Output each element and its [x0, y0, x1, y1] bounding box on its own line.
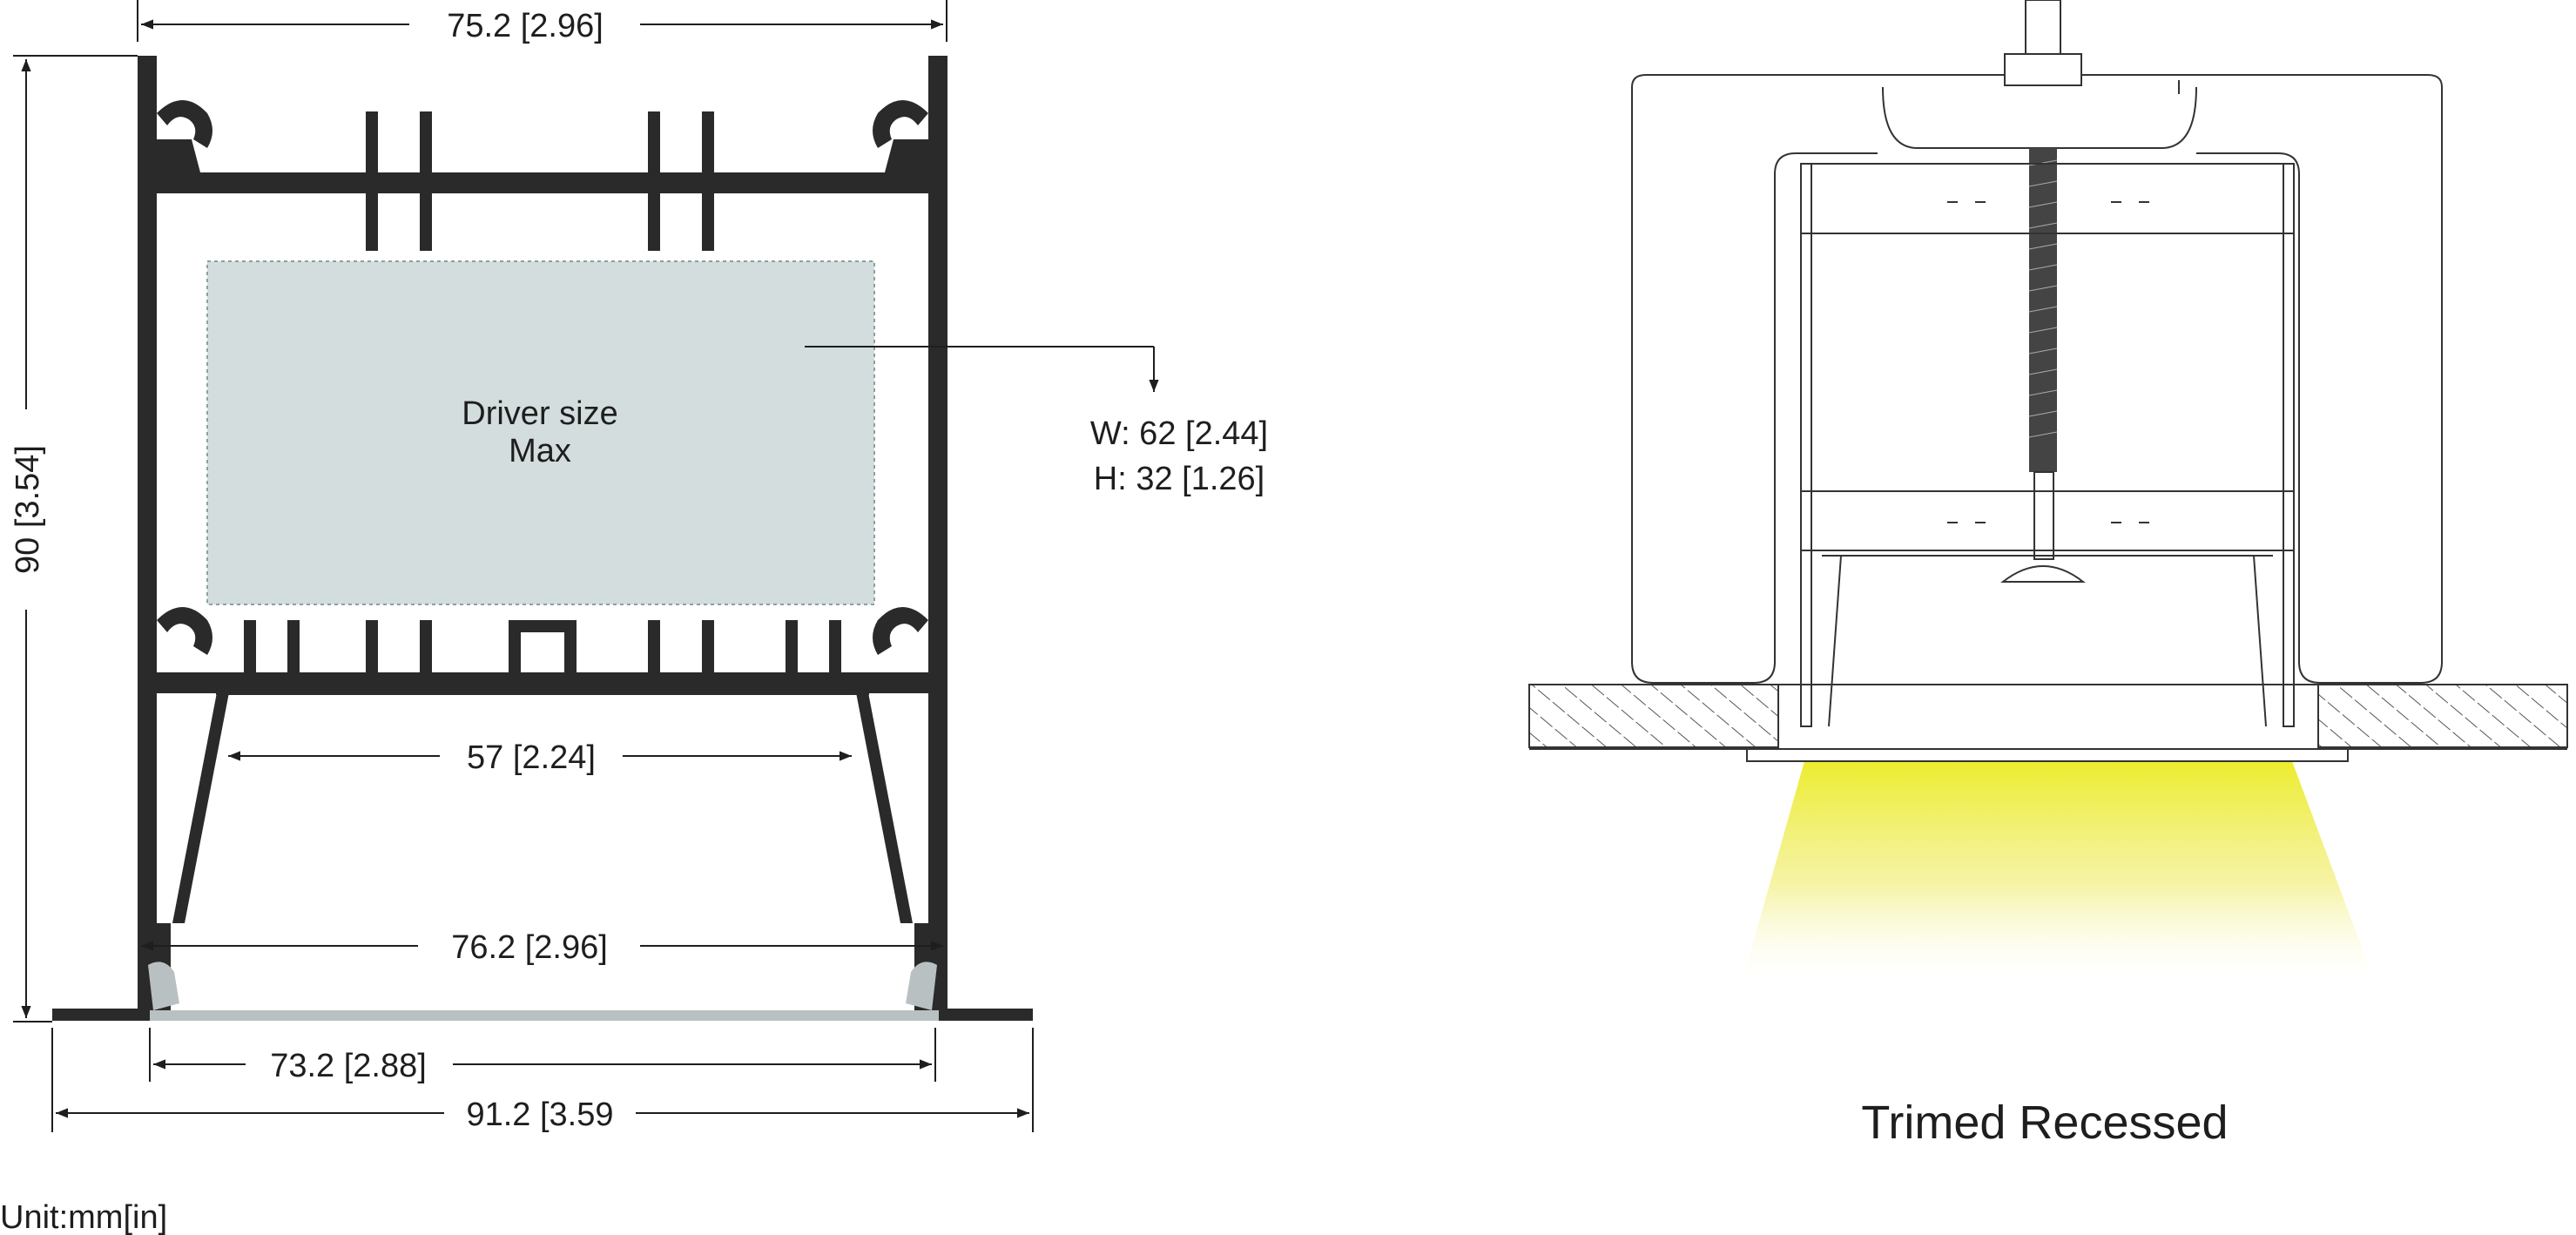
dim-lens-width-label: 76.2 [2.96]	[451, 929, 608, 966]
driver-width-text: W: 62 [2.44]	[1090, 415, 1268, 452]
fixture-profile-outline	[1800, 163, 2295, 727]
lens	[148, 962, 939, 1021]
driver-label-line1: Driver size	[462, 395, 617, 432]
threaded-rod	[2000, 0, 2086, 583]
dim-inner-width-label: 57 [2.24]	[467, 739, 596, 776]
dimension-height: 90 [3.54]	[10, 55, 138, 1022]
dimension-trim-inner-width: 73.2 [2.88]	[149, 1028, 936, 1084]
light-beam	[1740, 761, 2377, 989]
dimension-flange-width: 91.2 [3.59	[51, 1028, 1034, 1133]
dim-height-label: 90 [3.54]	[10, 445, 46, 574]
dim-top-width-label: 75.2 [2.96]	[447, 8, 604, 44]
dimension-lens-width: 76.2 [2.96]	[141, 929, 943, 966]
dimension-top-width: 75.2 [2.96]	[137, 0, 947, 44]
ceiling-slab	[1528, 684, 2568, 762]
dim-trim-inner-width-label: 73.2 [2.88]	[270, 1048, 427, 1084]
driver-height-text: H: 32 [1.26]	[1094, 461, 1264, 497]
installation-view	[1528, 0, 2568, 989]
aluminum-profile	[52, 56, 1033, 1021]
dim-flange-width-label: 91.2 [3.59	[466, 1097, 613, 1133]
driver-box: Driver size Max W: 62 [2.44] H: 32 [1.26…	[206, 260, 1268, 605]
dimension-inner-width: 57 [2.24]	[228, 739, 852, 776]
installation-caption: Trimed Recessed	[1861, 1097, 2228, 1149]
profile-section: 75.2 [2.96] 90 [3.54]	[10, 0, 1268, 1133]
driver-label-line2: Max	[509, 433, 571, 469]
unit-note: Unit:mm[in]	[0, 1199, 167, 1235]
